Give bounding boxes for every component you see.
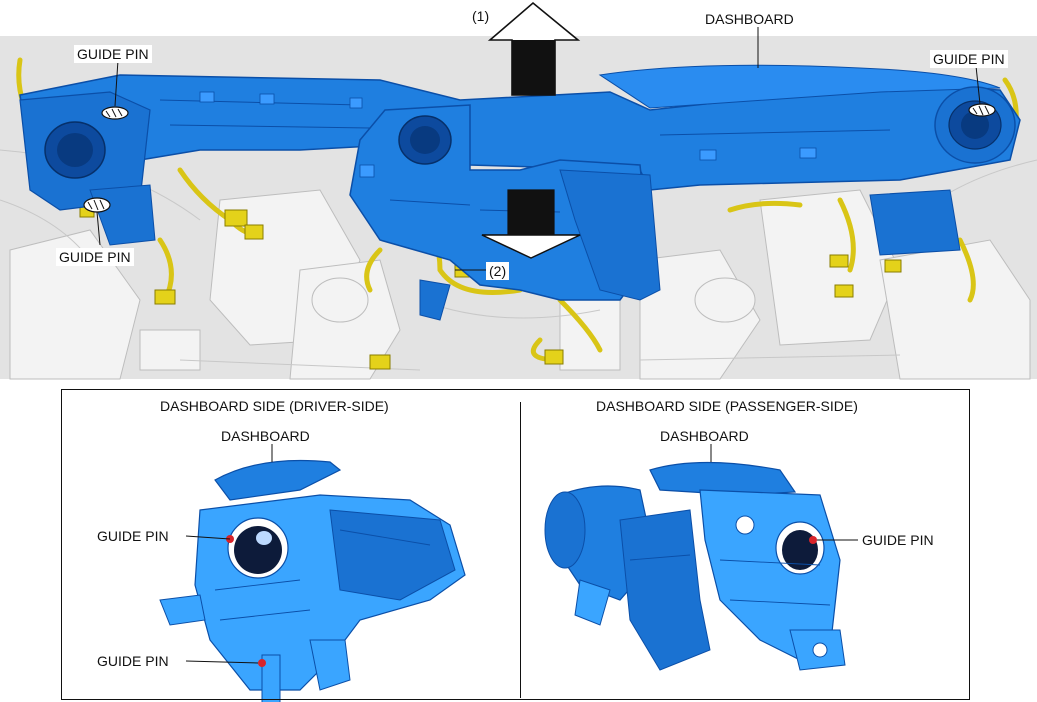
driver-guide-pin-lower (258, 659, 266, 667)
driver-panel-title: DASHBOARD SIDE (DRIVER-SIDE) (160, 398, 389, 414)
arrow-2-label: (2) (486, 262, 510, 280)
arrow-down-2-head (481, 234, 581, 259)
passenger-dashboard-label: DASHBOARD (660, 428, 749, 444)
guide-pin-label-left-bottom: GUIDE PIN (56, 248, 134, 266)
passenger-guide-pin (809, 536, 817, 544)
detail-panels-frame (61, 389, 970, 700)
passenger-panel-title: DASHBOARD SIDE (PASSENGER-SIDE) (596, 398, 858, 414)
guide-pin-label-right: GUIDE PIN (930, 50, 1008, 68)
leader-lines (96, 27, 981, 271)
driver-dashboard-label: DASHBOARD (221, 428, 310, 444)
passenger-side-part (544, 461, 846, 671)
panel-divider (520, 402, 521, 698)
driver-guide-pin-upper-label: GUIDE PIN (97, 528, 169, 544)
passenger-guide-pin-label: GUIDE PIN (862, 532, 934, 548)
driver-side-part (159, 459, 466, 702)
panel-leader-lines (185, 444, 858, 664)
driver-guide-pin-lower-label: GUIDE PIN (97, 653, 169, 669)
guide-pin-label-left-top: GUIDE PIN (74, 45, 152, 63)
dashboard-label: DASHBOARD (705, 11, 794, 27)
arrow-up-1-shaft (512, 40, 555, 95)
arrow-1-label: (1) (472, 8, 490, 24)
guide-pin-hatching (87, 105, 990, 211)
